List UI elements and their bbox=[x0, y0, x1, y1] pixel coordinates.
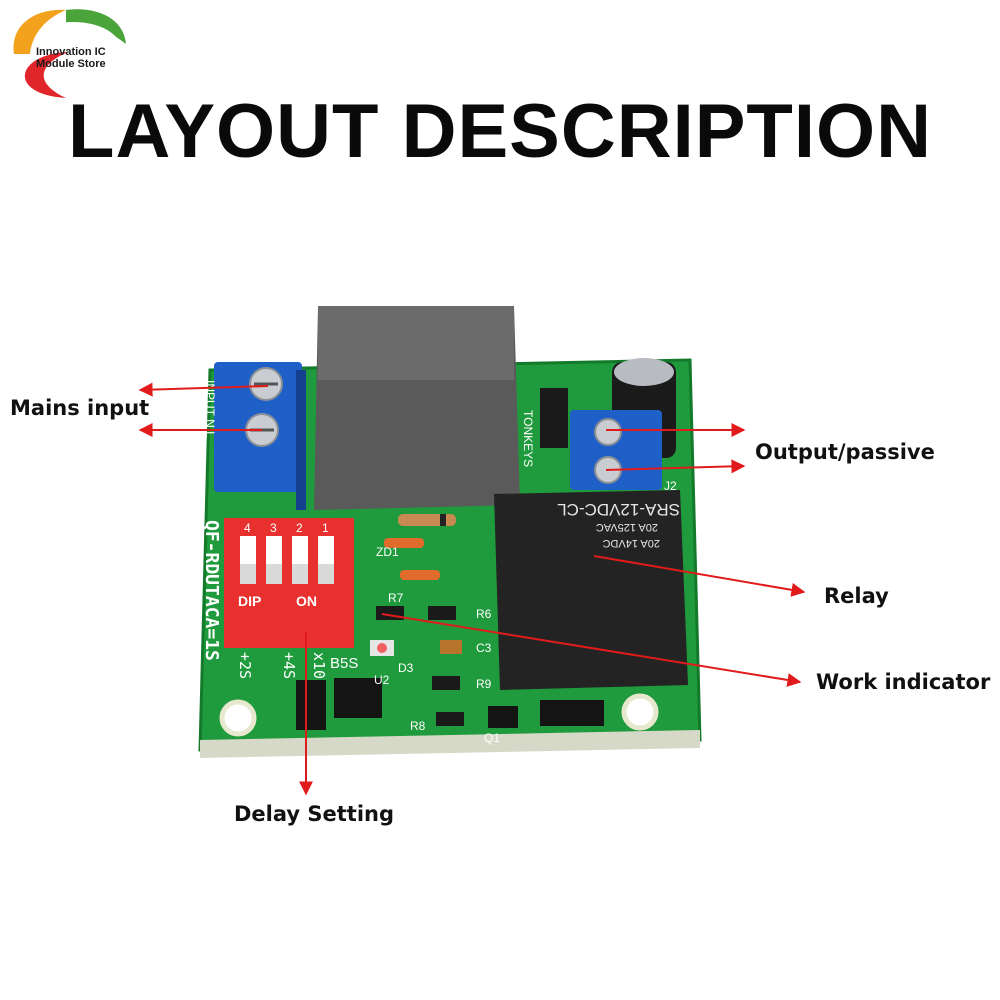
brand-silkscreen: TONKEYS bbox=[521, 410, 535, 467]
smd-diode bbox=[540, 700, 604, 726]
relay-model-label: SRA-12VDC-CL bbox=[557, 500, 680, 519]
mounting-hole-icon bbox=[621, 693, 659, 731]
smd-resistor bbox=[432, 676, 460, 690]
logo-line-1: Innovation IC bbox=[36, 46, 106, 58]
smd-resistor bbox=[436, 712, 464, 726]
relay-rating-1: 20A 125VAC bbox=[596, 521, 658, 533]
input-silkscreen: INPUT N L bbox=[203, 380, 217, 438]
component-label: Q1 bbox=[484, 731, 500, 745]
page-title: LAYOUT DESCRIPTION bbox=[68, 89, 932, 174]
jumper-header bbox=[540, 388, 568, 448]
callout-work-indicator: Work indicator bbox=[816, 670, 991, 694]
smd-capacitor bbox=[440, 640, 462, 654]
pcb-model-label: QF-RDUTACA=1S bbox=[201, 520, 222, 661]
smd-resistor bbox=[376, 606, 404, 620]
screw-icon bbox=[594, 456, 622, 484]
component-label: D3 bbox=[398, 661, 414, 675]
bridge-rectifier bbox=[296, 680, 326, 730]
callout-relay: Relay bbox=[824, 584, 889, 608]
component-label: U2 bbox=[374, 673, 390, 687]
relay-rating-2: 20A 14VDC bbox=[602, 537, 660, 549]
component-label: B5S bbox=[330, 655, 358, 672]
dip-number: 3 bbox=[270, 521, 277, 535]
callout-mains-input: Mains input bbox=[10, 396, 150, 420]
logo-leaf-icon bbox=[13, 9, 126, 98]
callout-delay-setting: Delay Setting bbox=[234, 802, 395, 826]
component-label: C3 bbox=[476, 641, 492, 655]
mounting-hole-icon bbox=[219, 699, 257, 737]
smd-resistor bbox=[428, 606, 456, 620]
component-label: R7 bbox=[388, 591, 404, 605]
diode bbox=[384, 538, 424, 548]
logo-line-2: Module Store bbox=[36, 58, 106, 70]
dip-on-label: ON bbox=[296, 593, 317, 609]
diode bbox=[400, 570, 440, 580]
setting-label: x10 bbox=[310, 652, 328, 679]
dip-number: 1 bbox=[322, 521, 329, 535]
relay bbox=[494, 490, 688, 690]
component-label: ZD1 bbox=[376, 545, 399, 559]
dip-label: DIP bbox=[238, 593, 261, 609]
dip-number: 2 bbox=[296, 521, 303, 535]
dip-number: 4 bbox=[244, 521, 251, 535]
callout-output-passive: Output/passive bbox=[755, 440, 935, 464]
screw-icon bbox=[594, 418, 622, 446]
component-label: R6 bbox=[476, 607, 492, 621]
component-label: J2 bbox=[664, 479, 677, 493]
setting-label: +2S bbox=[236, 652, 254, 679]
setting-label: +4S bbox=[280, 652, 298, 679]
transistor bbox=[488, 706, 518, 728]
diode bbox=[398, 514, 456, 526]
ic-chip bbox=[334, 678, 382, 718]
brand-logo: Innovation IC Module Store bbox=[6, 4, 128, 100]
component-label: R8 bbox=[410, 719, 426, 733]
component-label: R9 bbox=[476, 677, 492, 691]
